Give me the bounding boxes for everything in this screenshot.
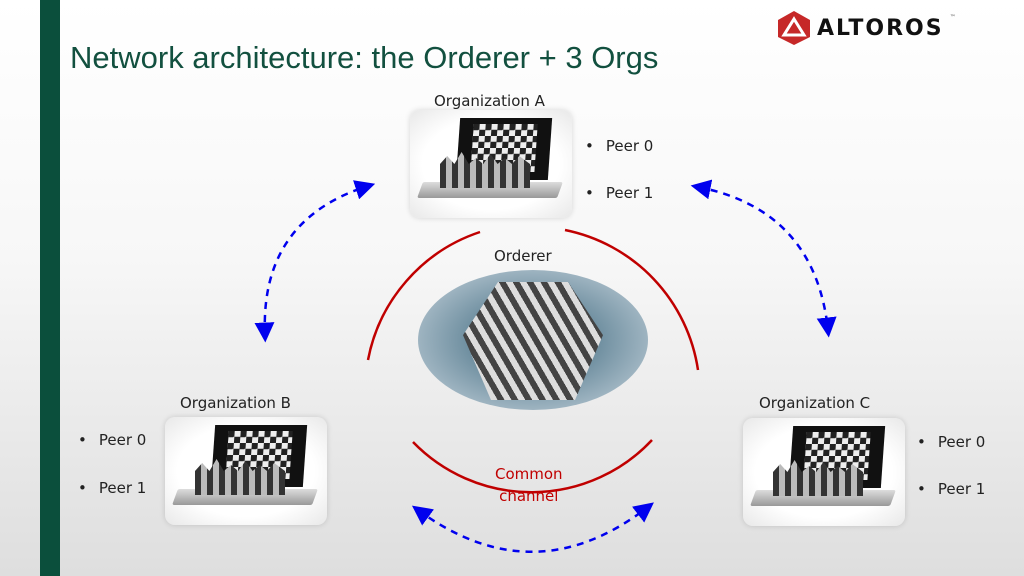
- org-b-peer-0: Peer 0: [78, 431, 146, 449]
- arrow-b-c: [411, 502, 654, 553]
- org-a-peer-0: Peer 0: [585, 137, 653, 155]
- org-b-peer-1: Peer 1: [78, 479, 146, 497]
- arrow-a-c: [690, 179, 837, 338]
- logo-text: ALTOROS: [817, 15, 944, 41]
- channel-line-2: channel: [499, 487, 559, 505]
- org-c-peer-0: Peer 0: [917, 433, 985, 451]
- org-a-label: Organization A: [434, 92, 545, 110]
- channel-arc-bottom: [412, 439, 653, 494]
- org-a-image: [410, 110, 572, 218]
- org-b-label: Organization B: [180, 394, 291, 412]
- org-c-image: [743, 418, 905, 526]
- common-channel-label: Common channel: [495, 463, 563, 507]
- org-c-label: Organization C: [759, 394, 871, 412]
- logo-tm: ™: [949, 14, 956, 21]
- accent-bar: [40, 0, 60, 576]
- org-c-peer-1: Peer 1: [917, 480, 985, 498]
- orderer-label: Orderer: [494, 247, 552, 265]
- slide-title: Network architecture: the Orderer + 3 Or…: [70, 40, 659, 75]
- altoros-logo: ALTOROS ™: [777, 10, 956, 46]
- arrow-a-b: [254, 180, 376, 343]
- channel-arc-right: [564, 228, 700, 371]
- logo-hexagon-icon: [778, 11, 810, 45]
- org-b-image: [165, 417, 327, 525]
- org-a-peer-1: Peer 1: [585, 184, 653, 202]
- orderer-image: [418, 270, 648, 410]
- channel-line-1: Common: [495, 465, 563, 483]
